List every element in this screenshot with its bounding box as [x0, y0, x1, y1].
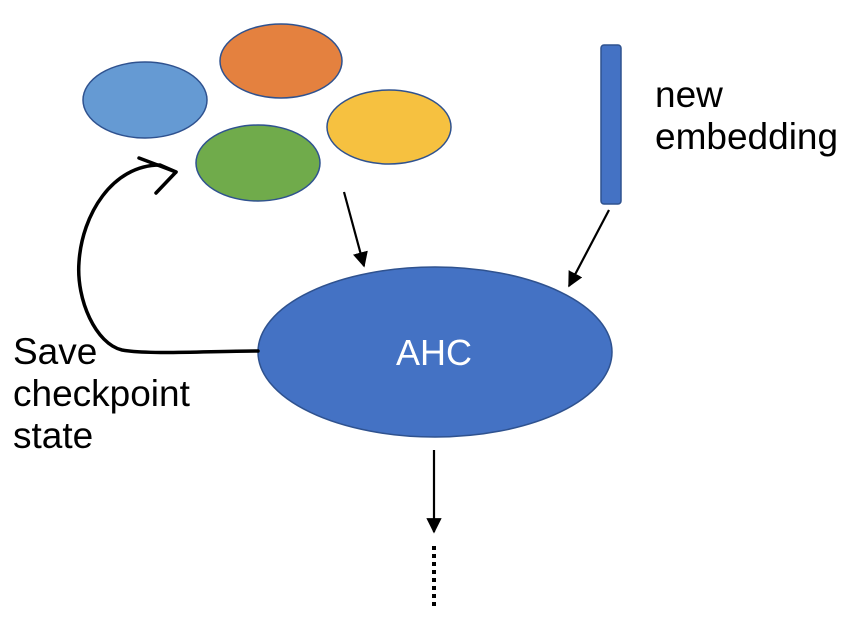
ahc-label: AHC: [396, 332, 472, 373]
new-embedding-line-1: new: [655, 74, 723, 115]
cluster-green: [195, 124, 321, 202]
cluster-yellow: [326, 89, 452, 165]
save-checkpoint-line-1: Save: [13, 331, 97, 372]
save-checkpoint-line-2: checkpoint: [13, 373, 191, 414]
save-checkpoint-label: Save checkpoint state: [13, 331, 200, 456]
save-checkpoint-line-3: state: [13, 415, 93, 456]
cluster-blue: [82, 61, 208, 139]
new-embedding-line-2: embedding: [655, 116, 838, 157]
feedback-arrowhead: [137, 156, 178, 195]
arrow-embedding-to-ahc: [568, 209, 610, 288]
new-embedding-label: new embedding: [655, 74, 838, 157]
cluster-orange: [219, 23, 343, 99]
new-embedding-bar: [600, 44, 622, 205]
arrow-clusters-to-ahc: [342, 191, 368, 268]
arrow-feedback-curve: [76, 163, 260, 355]
